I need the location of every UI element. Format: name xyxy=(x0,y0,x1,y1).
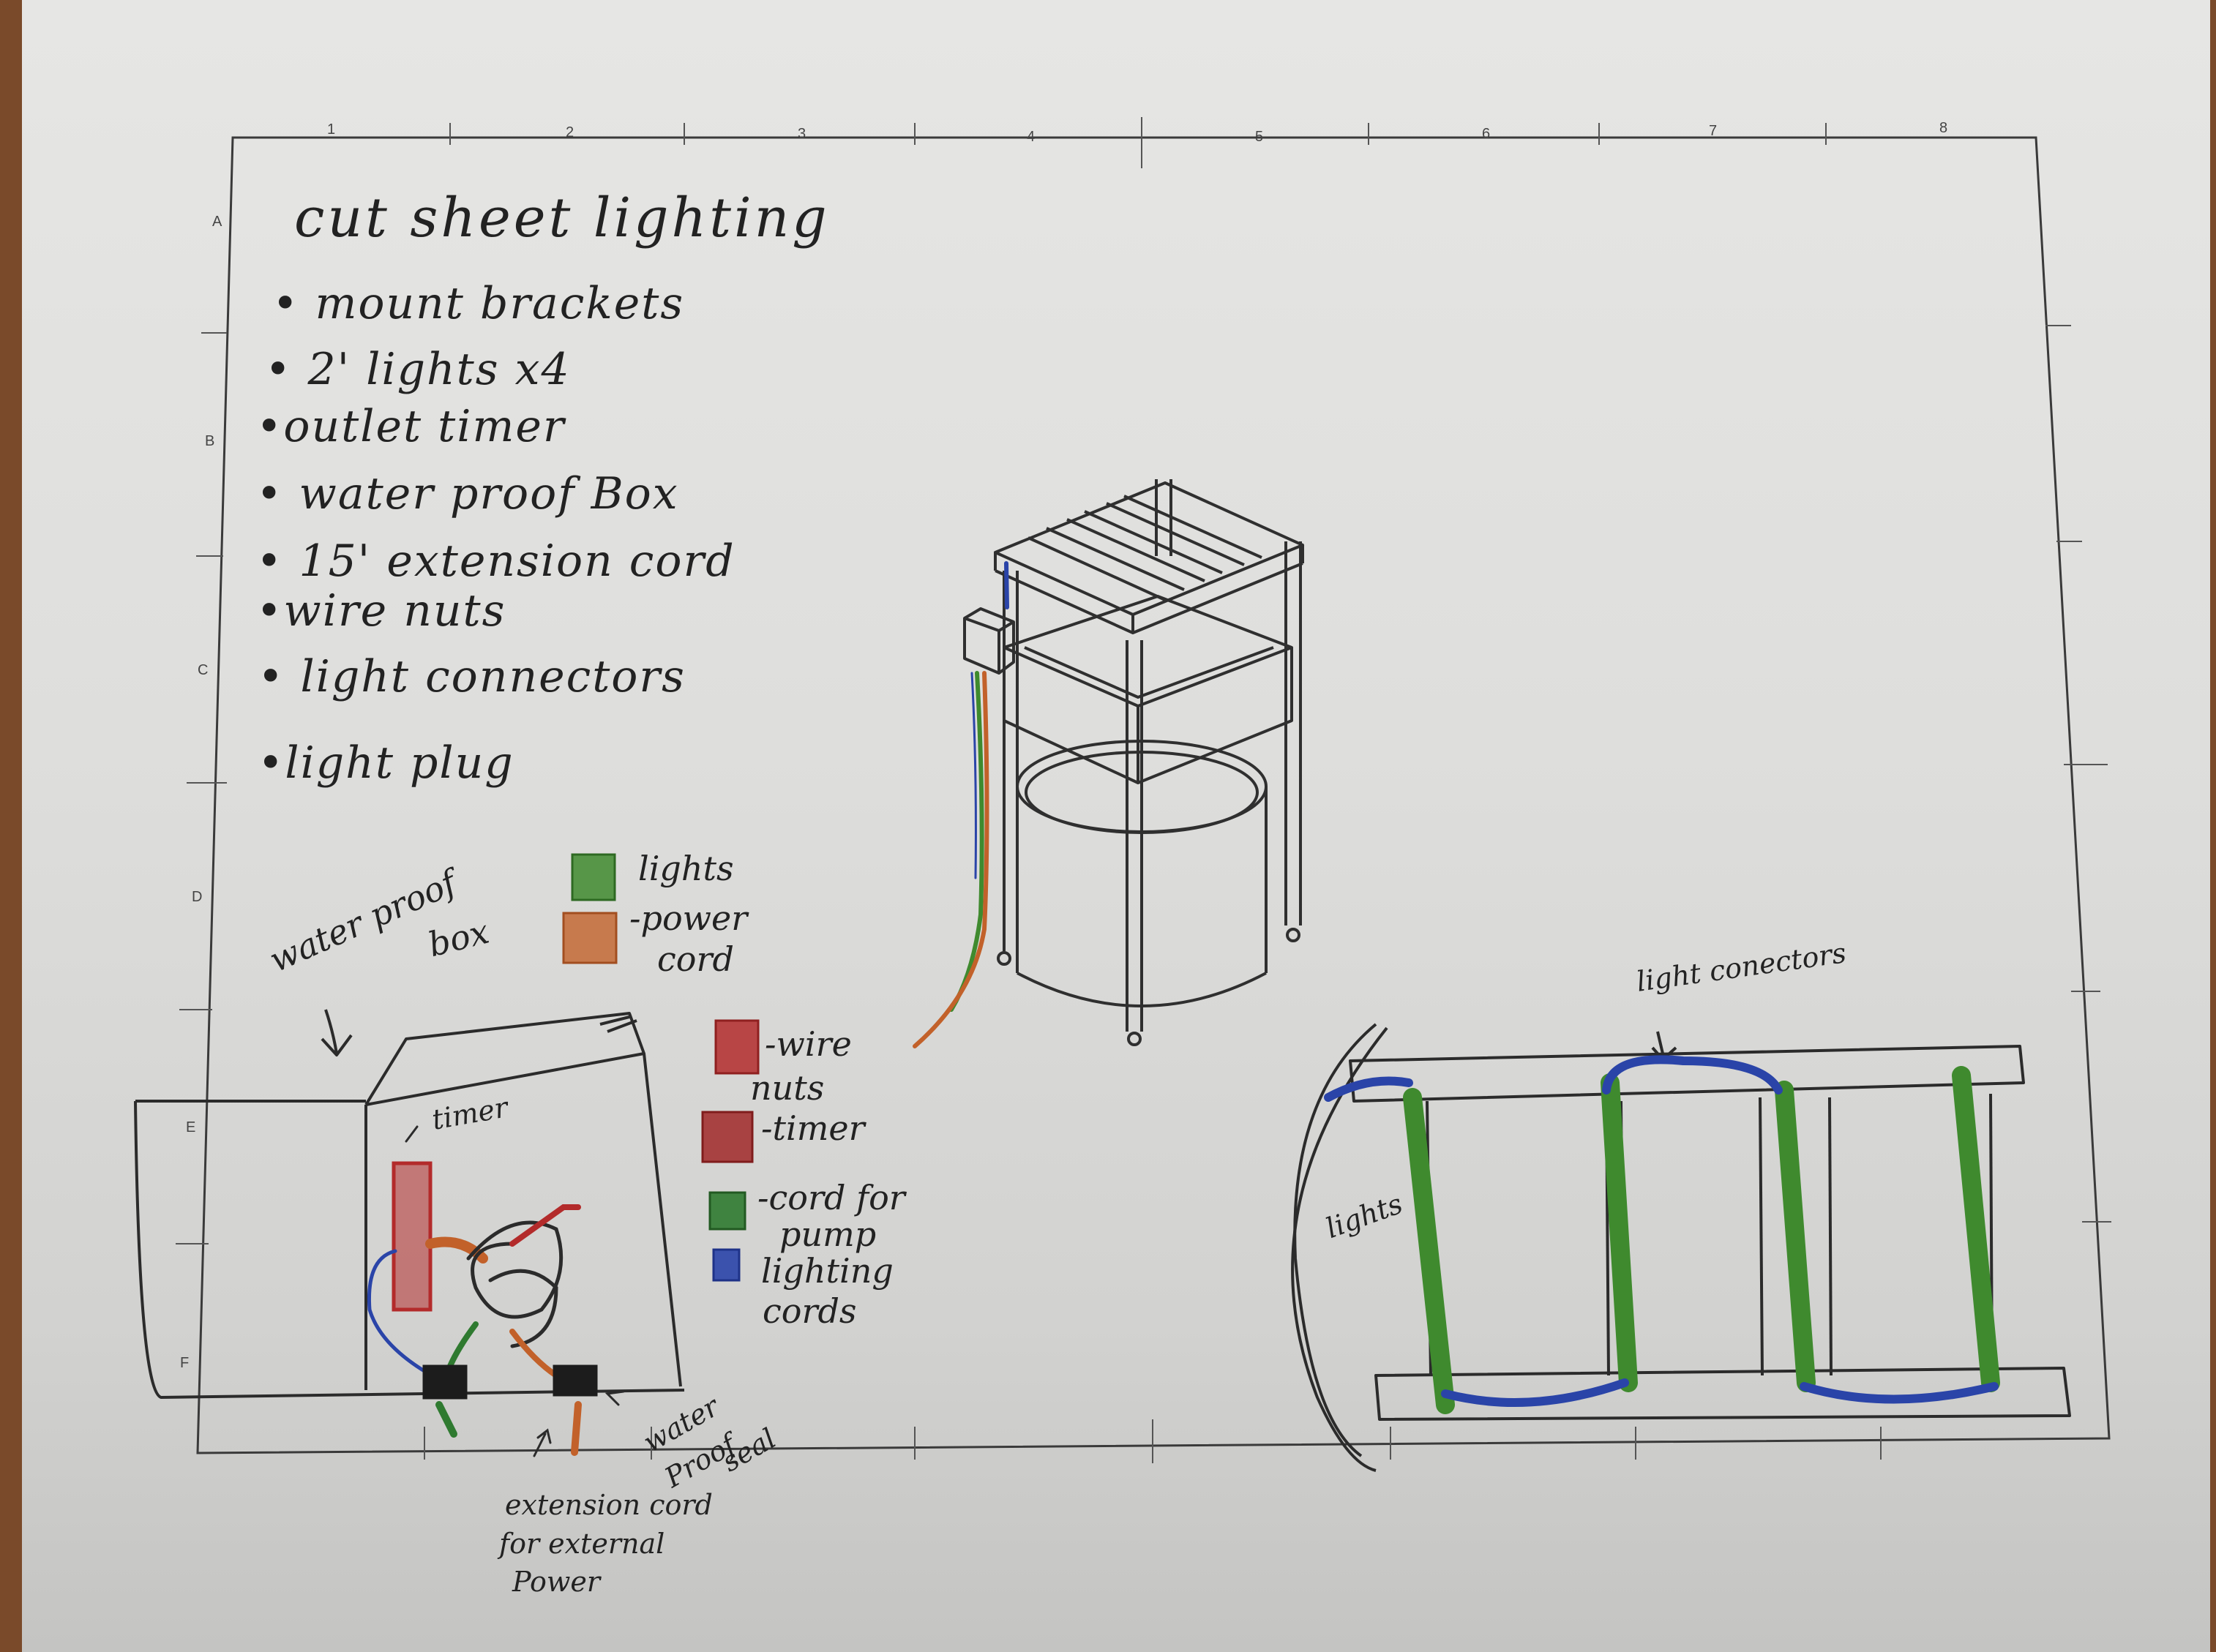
col-label-7: 7 xyxy=(1709,123,1718,139)
legend-timer: -timer xyxy=(761,1108,865,1148)
frame-structure-drawing xyxy=(963,479,1304,1046)
legend-power-2: cord xyxy=(657,939,734,979)
row-label-d: D xyxy=(192,889,203,905)
label-extension-3: Power xyxy=(512,1566,601,1598)
parts-item-8: •light plug xyxy=(258,737,514,789)
legend-lights: lights xyxy=(638,849,734,888)
legend-wire-nuts: -wire xyxy=(765,1024,852,1064)
legend-lighting-cords: lighting xyxy=(761,1251,894,1291)
legend-power: -power xyxy=(629,898,748,938)
col-label-5: 5 xyxy=(1255,129,1264,145)
col-label-8: 8 xyxy=(1939,120,1948,136)
parts-item-5: • 15' extension cord xyxy=(256,536,735,587)
col-label-4: 4 xyxy=(1027,129,1036,145)
label-extension-1: extension cord xyxy=(505,1489,713,1521)
structure-cords xyxy=(913,561,1009,1048)
sheet-title: cut sheet lighting xyxy=(294,187,830,249)
lights-strips xyxy=(1324,1055,2000,1414)
waterproof-box-sketch xyxy=(134,1009,685,1399)
row-label-b: B xyxy=(205,433,215,449)
row-label-f: F xyxy=(180,1355,190,1371)
legend-pump-cord-2: pump xyxy=(779,1214,877,1254)
legend-lighting-cords-2: cords xyxy=(763,1291,857,1331)
parts-item-4: • water proof Box xyxy=(256,468,679,519)
parts-item-2: • 2' lights x4 xyxy=(265,344,571,395)
parts-item-1: • mount brackets xyxy=(272,278,685,329)
parts-item-6: •wire nuts xyxy=(256,585,506,637)
label-extension-2: for external xyxy=(499,1528,665,1560)
legend-wire-nuts-2: nuts xyxy=(750,1068,825,1108)
frame-ticks xyxy=(176,117,2111,1463)
row-label-c: C xyxy=(198,662,209,678)
box-internals xyxy=(367,1125,625,1457)
drawing-frame xyxy=(196,136,2111,1454)
parts-item-7: • light connectors xyxy=(258,651,686,702)
col-label-3: 3 xyxy=(798,126,806,142)
row-label-a: A xyxy=(212,214,222,230)
legend-pump-cord: -cord for xyxy=(757,1178,905,1217)
legend-swatches xyxy=(562,853,760,1282)
col-label-2: 2 xyxy=(566,124,574,140)
col-label-1: 1 xyxy=(327,121,336,138)
col-label-6: 6 xyxy=(1482,126,1491,142)
parts-item-3: •outlet timer xyxy=(256,401,566,452)
paper-sheet xyxy=(22,0,2210,1652)
row-label-e: E xyxy=(186,1119,196,1135)
